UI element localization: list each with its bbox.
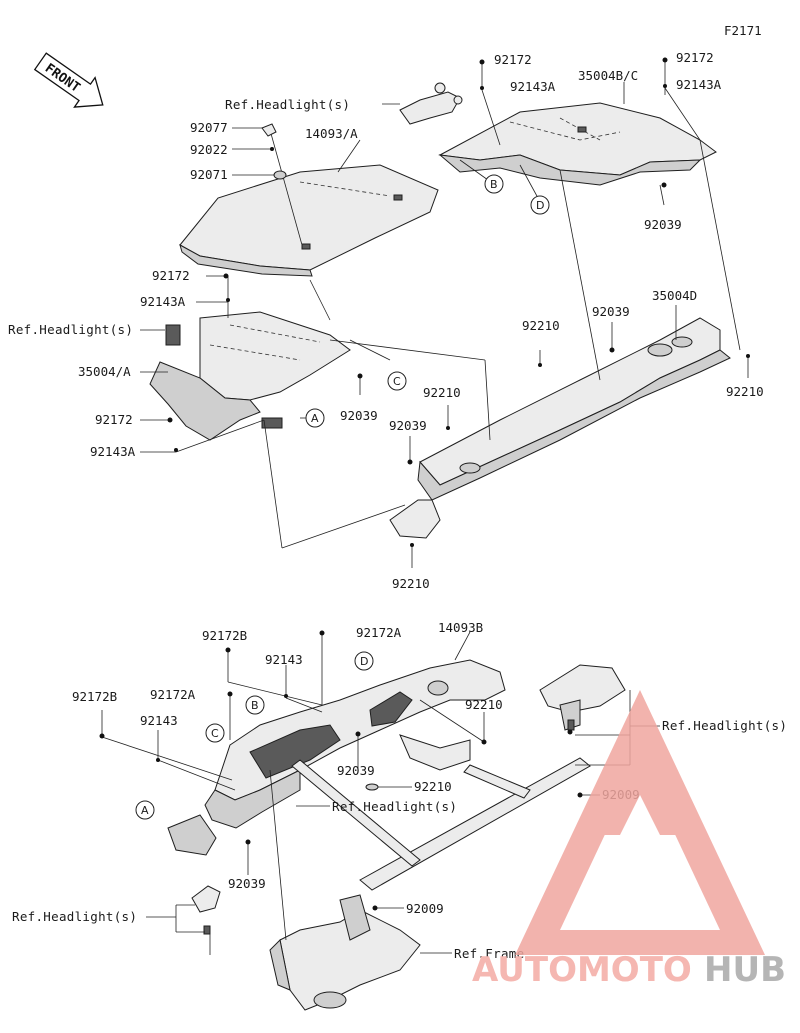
bracket-35004d	[389, 317, 731, 539]
svg-text:HUB: HUB	[704, 950, 786, 990]
label-92172: 92172	[676, 50, 714, 65]
label-92172b: 92172B	[202, 628, 247, 643]
labels-lower: 92172B 92172A 14093B 92143 92172A 92172B…	[12, 620, 787, 961]
label-92172a: 92172A	[150, 687, 196, 702]
callout-c-upper: C	[387, 371, 407, 391]
label-92009: 92009	[406, 901, 444, 916]
label-92039: 92039	[337, 763, 375, 778]
label-92172: 92172	[494, 52, 532, 67]
label-92210: 92210	[423, 385, 461, 400]
label-92143a: 92143A	[90, 444, 136, 459]
labels-upper: 92172 92143A 92172 92143A 35004B/C Ref.H…	[8, 50, 764, 591]
callout-b-upper: B	[484, 174, 504, 194]
headlight-bracket-top	[399, 82, 463, 125]
label-92210: 92210	[465, 697, 503, 712]
label-92210: 92210	[726, 384, 764, 399]
cover-35004a	[149, 311, 351, 441]
ref-headlight-label: Ref.Headlight(s)	[225, 97, 350, 112]
label-92172a: 92172A	[356, 625, 402, 640]
headlight-bracket-right	[539, 664, 626, 731]
label-14093a: 14093/A	[305, 126, 358, 141]
label-92077: 92077	[190, 120, 228, 135]
label-92039: 92039	[592, 304, 630, 319]
callout-b-lower: B	[245, 695, 265, 715]
svg-text:D: D	[360, 655, 368, 668]
fasteners-lower	[99, 630, 583, 911]
svg-text:B: B	[490, 178, 498, 191]
front-arrow-icon: FRONT	[33, 52, 104, 108]
label-92039: 92039	[228, 876, 266, 891]
label-35004a: 35004/A	[78, 364, 131, 379]
label-92172b: 92172B	[72, 689, 117, 704]
label-92210: 92210	[414, 779, 452, 794]
svg-text:AUTOMOTO: AUTOMOTO	[472, 950, 692, 990]
frame-14093b	[167, 659, 506, 856]
label-92143: 92143	[140, 713, 178, 728]
svg-text:C: C	[211, 727, 219, 740]
label-92039: 92039	[340, 408, 378, 423]
label-92210: 92210	[392, 576, 430, 591]
label-35004bc: 35004B/C	[578, 68, 638, 83]
label-92143a: 92143A	[140, 294, 186, 309]
label-92039: 92039	[644, 217, 682, 232]
callout-d-lower: D	[354, 651, 374, 671]
watermark-text: AUTOMOTO HUB	[472, 950, 786, 990]
callout-a-lower: A	[135, 800, 155, 820]
ref-headlight-label: Ref.Headlight(s)	[332, 799, 457, 814]
cover-35004bc	[438, 102, 717, 186]
label-92039: 92039	[389, 418, 427, 433]
fasteners-upper	[167, 57, 750, 547]
ref-headlight-label: Ref.Headlight(s)	[12, 909, 137, 924]
label-92143a: 92143A	[510, 79, 556, 94]
callout-d-upper: D	[530, 195, 550, 215]
label-92210: 92210	[522, 318, 560, 333]
ref-headlight-label: Ref.Headlight(s)	[662, 718, 787, 733]
headlight-bracket-bottom	[191, 885, 221, 935]
svg-text:B: B	[251, 699, 259, 712]
label-35004d: 35004D	[652, 288, 697, 303]
shroud-14093a	[179, 164, 439, 277]
label-92143: 92143	[265, 652, 303, 667]
svg-text:D: D	[536, 199, 544, 212]
callout-a-upper: A	[305, 408, 325, 428]
label-92143a: 92143A	[676, 77, 722, 92]
svg-text:C: C	[393, 375, 401, 388]
svg-text:A: A	[311, 412, 319, 425]
label-92022: 92022	[190, 142, 228, 157]
svg-text:A: A	[141, 804, 149, 817]
figure-code: F2171	[724, 23, 762, 38]
label-92071: 92071	[190, 167, 228, 182]
lower-frame	[269, 894, 421, 1011]
callout-c-lower: C	[205, 723, 225, 743]
upper-leader-lines	[140, 60, 749, 568]
label-14093b: 14093B	[438, 620, 483, 635]
label-92172: 92172	[95, 412, 133, 427]
watermark-logo	[515, 690, 765, 955]
ref-headlight-label: Ref.Headlight(s)	[8, 322, 133, 337]
ref-frame-label: Ref.Frame	[454, 946, 524, 961]
label-92172: 92172	[152, 268, 190, 283]
crossbar	[291, 734, 591, 891]
